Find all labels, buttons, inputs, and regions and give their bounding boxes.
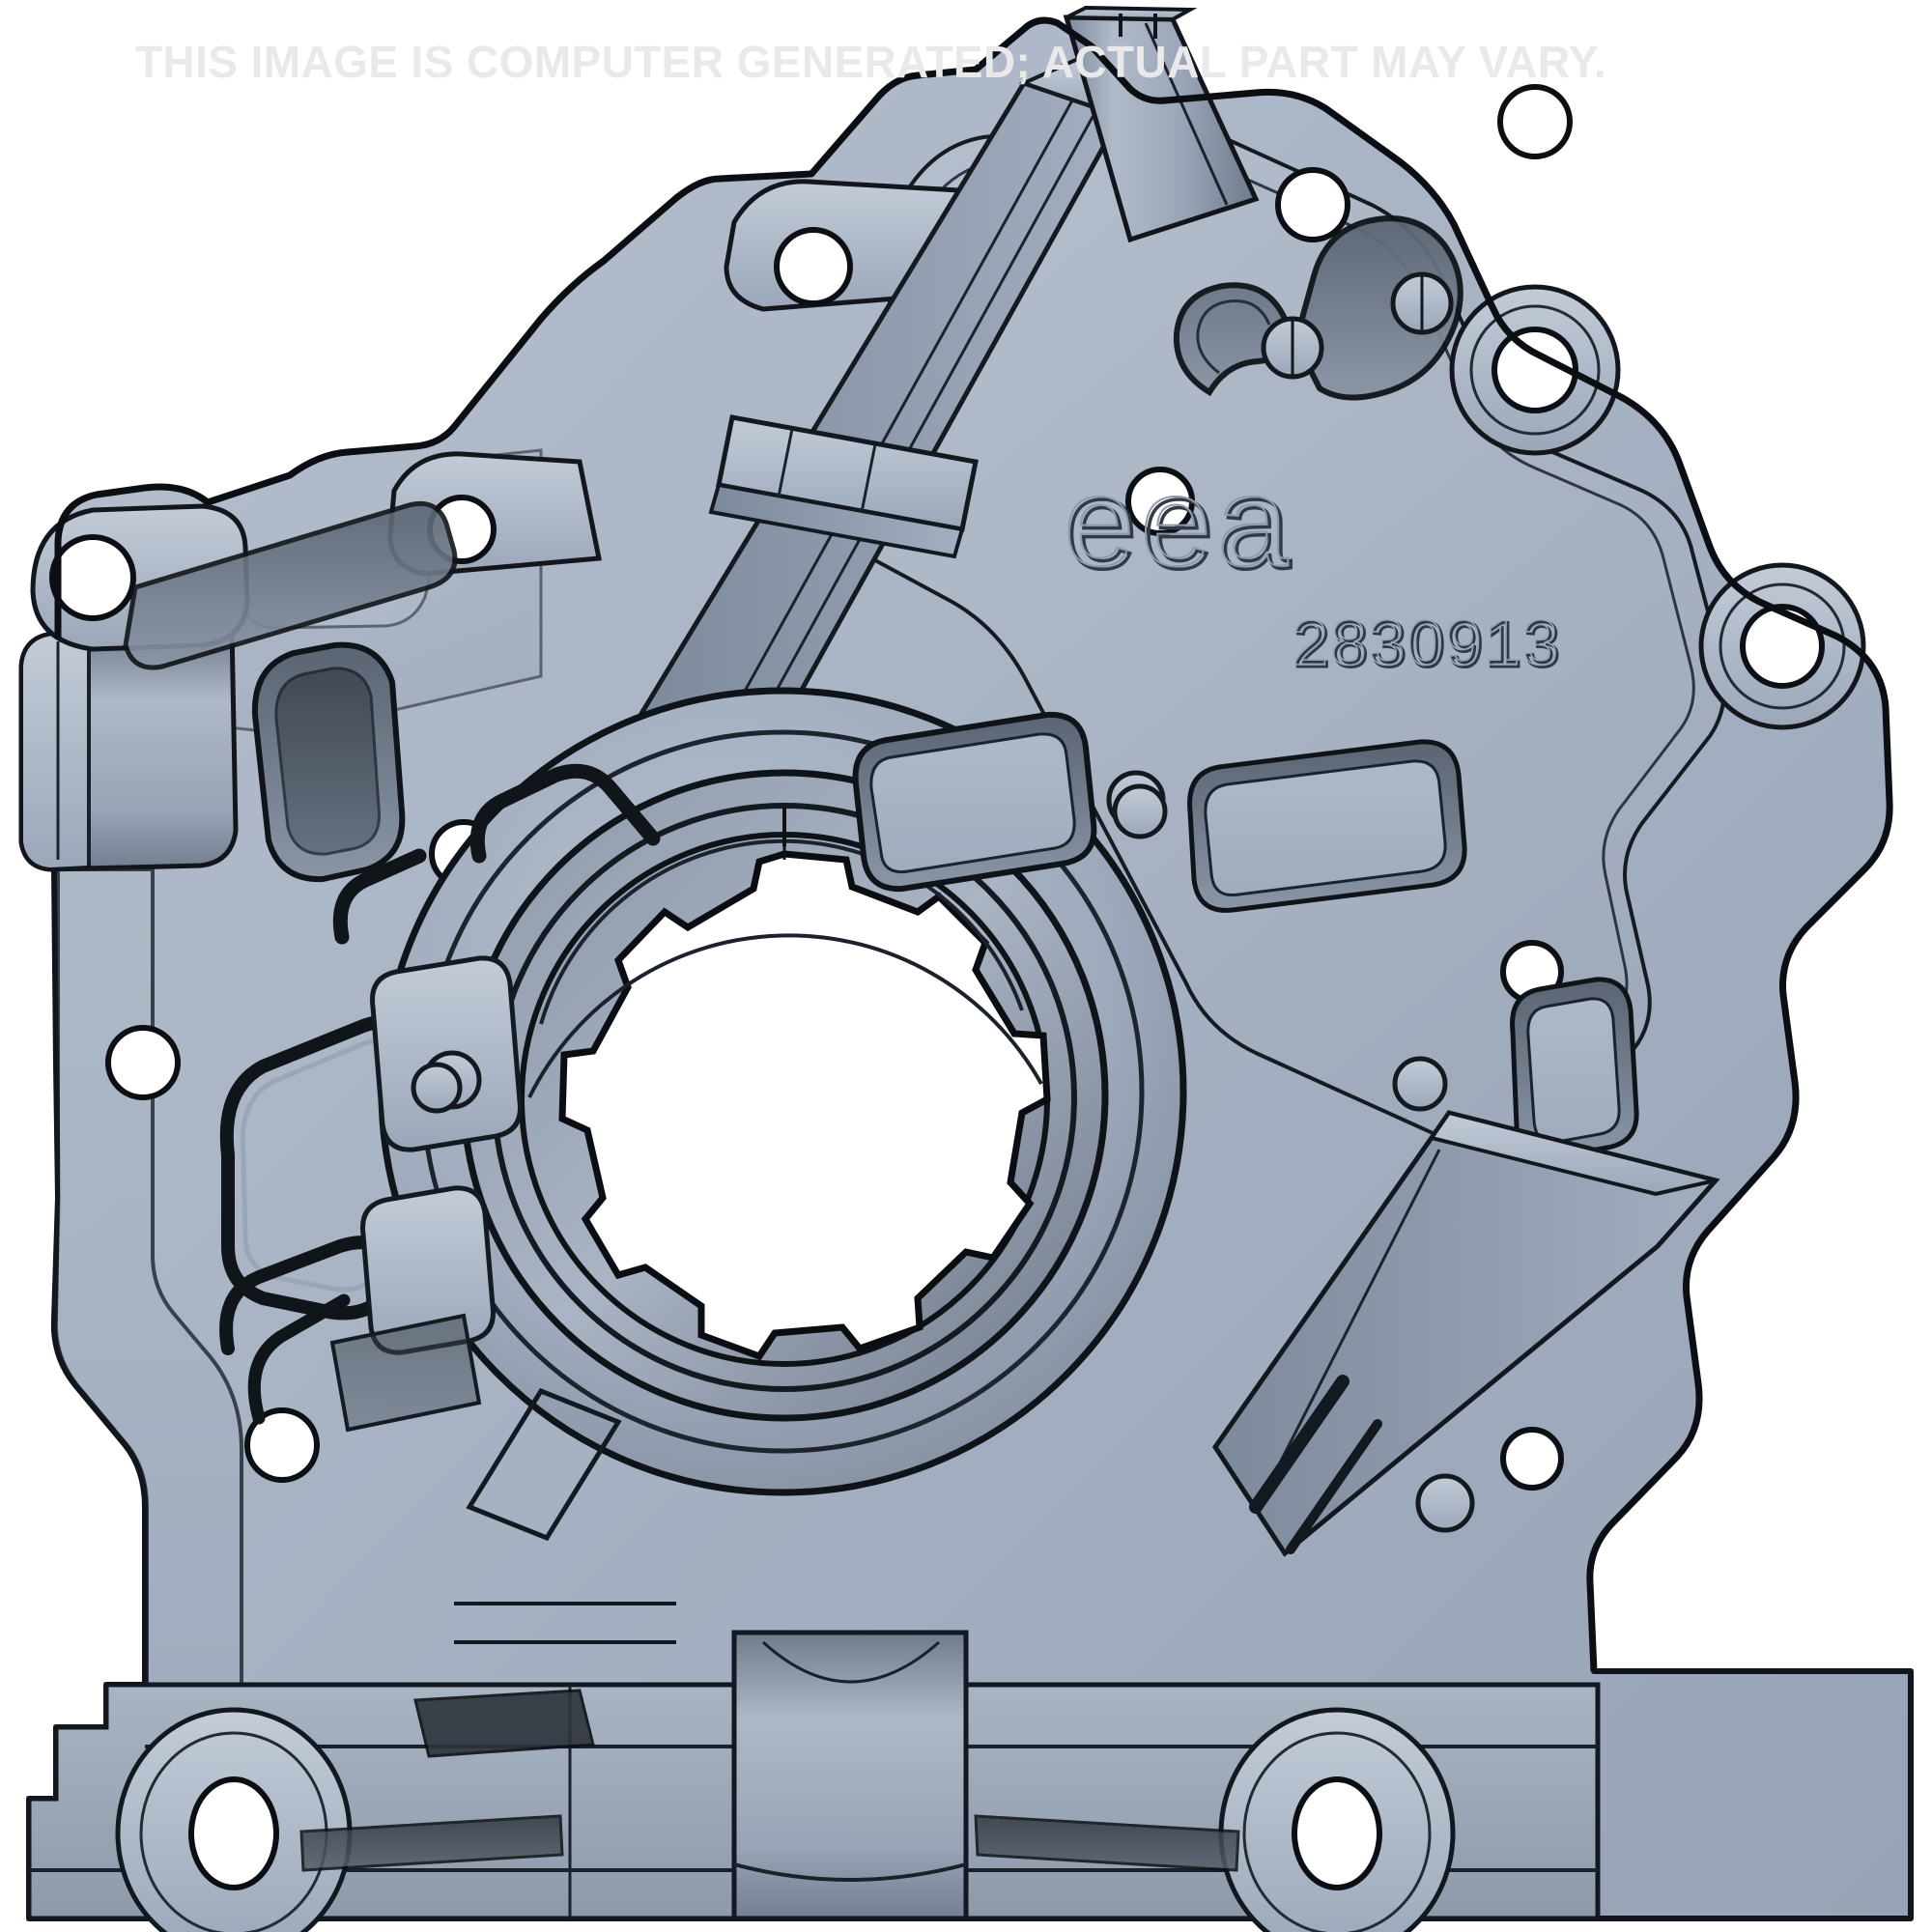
- rib-pocket-face: [1526, 997, 1621, 1145]
- cast-part-number-inner: 2830913: [1293, 607, 1561, 678]
- rib-shadow: [332, 1316, 479, 1430]
- bore-support-ribs: [329, 955, 523, 1433]
- right-side-ribs: [1187, 739, 1720, 1557]
- rib-edge-line: [717, 99, 1074, 739]
- right-edge-bolt-bosses: [1449, 84, 1866, 1491]
- dowel-boss: [1112, 783, 1168, 839]
- housing-outline-emphasis: [54, 16, 1893, 1672]
- tube-shade-line: [1144, 22, 1229, 206]
- slot-pocket-inner: [274, 667, 381, 856]
- lower-right-ribs: [1249, 1056, 1475, 1554]
- bolt-hole: [1125, 467, 1195, 536]
- tube-notch: [1119, 14, 1157, 39]
- tube-stub-line: [56, 638, 91, 864]
- upper-mid-pocket: [852, 711, 1166, 893]
- cast-logo-text-inner: eea: [1064, 450, 1293, 592]
- bolt-hole: [105, 1025, 181, 1100]
- bracket-line: [777, 428, 877, 513]
- dowel-boss: [411, 1062, 463, 1114]
- rib: [1286, 1419, 1382, 1554]
- cast-logo-eea: eea eea: [1063, 449, 1296, 597]
- bolt-boss: [115, 1707, 353, 1932]
- rib: [1249, 1375, 1350, 1514]
- skirt-recess: [299, 1814, 564, 1872]
- rib-edge: [329, 1313, 482, 1433]
- pocket-face: [869, 732, 1076, 874]
- bolt-boss: [1449, 284, 1621, 456]
- bolt-hole: [244, 1407, 320, 1483]
- bore-groove-arc: [539, 838, 1024, 1025]
- tube-rim: [1065, 5, 1198, 22]
- lower-center-boss-arc: [733, 1862, 967, 1882]
- left-side-tube-stub: [18, 625, 239, 872]
- misc-bosses: [411, 783, 1168, 1114]
- left-upper-flange: [30, 500, 458, 883]
- rib: [466, 1387, 622, 1542]
- upper-right-kidney-pockets: [1125, 167, 1463, 536]
- lower-left-ribs: [454, 1387, 676, 1644]
- lower-center-boss-arc: [761, 1640, 940, 1684]
- dowel-boss: [1392, 1056, 1448, 1112]
- cast-part-number-text: 2830913: [1294, 609, 1563, 680]
- gusset-edge-line: [1265, 1149, 1441, 1489]
- kidney-pocket-inner-line: [1196, 299, 1271, 375]
- tube-stub-cap: [19, 629, 91, 872]
- bolt-hole: [49, 534, 136, 621]
- cast-logo-text: eea: [1066, 453, 1296, 595]
- mid-left-bracket: [708, 414, 979, 559]
- dowel-boss: [1415, 1473, 1475, 1533]
- bolt-boss: [1500, 1427, 1564, 1491]
- central-seal-bore: [378, 687, 1187, 1496]
- bolt-boss: [1218, 1707, 1456, 1932]
- gusset-top-face: [1428, 1110, 1717, 1197]
- bore-groove-arc: [527, 933, 1043, 1098]
- bracket-plate-side: [708, 482, 965, 559]
- bolt-boss: [1497, 84, 1573, 159]
- cast-part-number: 2830913 2830913: [1292, 606, 1563, 681]
- bolt-boss: [1698, 562, 1866, 730]
- bolt-hole: [774, 227, 853, 306]
- skirt-recess-dark: [413, 1689, 595, 1758]
- gasket-loop: [469, 763, 661, 864]
- flange-outline: [53, 867, 243, 1687]
- flange-rail: [123, 500, 458, 670]
- cad-geometry: eea eea 2830913 2830913: [18, 5, 1914, 1932]
- skirt-recess: [974, 1814, 1240, 1872]
- lower-skirt: [26, 1630, 1601, 1932]
- gasket-loop: [332, 848, 427, 945]
- lower-center-boss: [731, 1630, 969, 1921]
- gasket-loop: [247, 1293, 351, 1425]
- rib-edge-line: [742, 107, 1099, 751]
- rib: [454, 1602, 676, 1644]
- bore-through-hole: [558, 850, 1051, 1361]
- rib-pocket-face: [1204, 759, 1447, 897]
- bolt-hole: [1275, 167, 1350, 242]
